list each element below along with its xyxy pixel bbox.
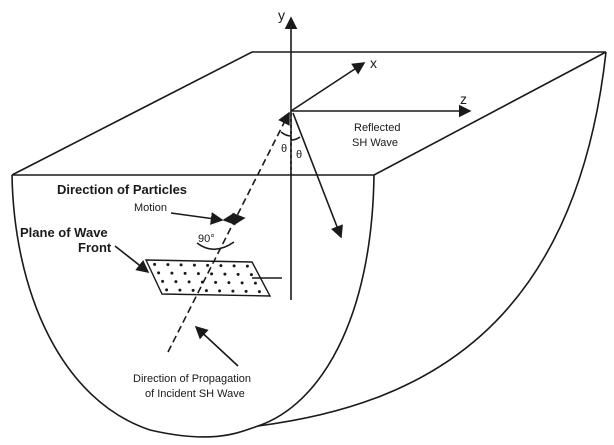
wave-front-dot xyxy=(219,264,223,268)
reflected-label-line1: Reflected xyxy=(354,122,400,134)
reflected-wave-ray xyxy=(292,112,343,239)
wave-front-dot xyxy=(232,264,236,268)
particle-motion-arrow xyxy=(222,212,246,226)
wave-front-dot xyxy=(153,262,157,266)
wave-front-dot xyxy=(200,280,204,284)
wave-front-dot xyxy=(257,290,261,294)
theta-arc-reflected xyxy=(290,136,301,141)
wave-front-dot xyxy=(192,263,196,267)
plane-label-line1: Plane of Wave xyxy=(20,225,108,240)
leader-plane xyxy=(114,245,150,273)
half-space-boundary xyxy=(11,174,375,438)
reflected-label-line2: SH Wave xyxy=(352,137,398,149)
x-axis-label: x xyxy=(370,55,377,71)
right-angle-label: 90° xyxy=(198,233,215,245)
wave-front-dot xyxy=(214,280,218,284)
half-space-back-boundary xyxy=(257,51,607,427)
leader-particles xyxy=(170,212,224,225)
wave-front-dot xyxy=(218,289,222,293)
wave-front-dot xyxy=(249,273,253,277)
wave-front-dot xyxy=(231,289,235,293)
wave-front-dot xyxy=(170,271,174,275)
incident-wave-ray xyxy=(167,111,290,353)
wave-front-dot xyxy=(187,280,191,284)
theta-reflected-label: θ xyxy=(296,149,302,161)
wave-front-dot xyxy=(179,263,183,267)
wave-front-dot xyxy=(253,281,257,285)
wave-front-dot xyxy=(166,263,170,267)
particles-label-line1: Direction of Particles xyxy=(57,182,187,197)
wave-front-dot xyxy=(206,263,210,267)
wave-front-dot xyxy=(236,272,240,276)
wave-front-dot xyxy=(183,271,187,275)
wave-front-plane xyxy=(144,259,272,297)
z-axis-label: z xyxy=(460,91,467,107)
wave-front-dot xyxy=(240,281,244,285)
wave-front-dot xyxy=(157,271,161,275)
wave-front-dot xyxy=(204,289,208,293)
leader-propagation xyxy=(194,325,239,367)
propagation-label-line2: of Incident SH Wave xyxy=(145,388,245,400)
surface-back-edge xyxy=(11,51,606,176)
wave-front-dot xyxy=(210,272,214,276)
wave-front-dot xyxy=(244,289,248,293)
wave-front-dot xyxy=(174,280,178,284)
theta-incident-label: θ xyxy=(281,143,287,155)
wave-front-dots xyxy=(153,262,261,294)
wave-front-dot xyxy=(178,288,182,292)
wave-front-dot xyxy=(223,272,227,276)
particles-label-line2: Motion xyxy=(134,202,167,214)
right-angle-arc xyxy=(196,241,235,251)
wave-front-dot xyxy=(165,288,169,292)
theta-arc-incident xyxy=(280,131,292,137)
wave-front-dot xyxy=(191,288,195,292)
wave-front-dot xyxy=(227,281,231,285)
wave-front-dot xyxy=(196,272,200,276)
wave-front-dot xyxy=(245,264,249,268)
y-axis-label: y xyxy=(278,7,285,23)
propagation-label-line1: Direction of Propagation xyxy=(133,373,251,385)
x-axis xyxy=(290,62,366,112)
wave-front-dot xyxy=(161,279,165,283)
plane-label-line2: Front xyxy=(78,240,112,255)
surface-right-edge xyxy=(373,51,607,176)
